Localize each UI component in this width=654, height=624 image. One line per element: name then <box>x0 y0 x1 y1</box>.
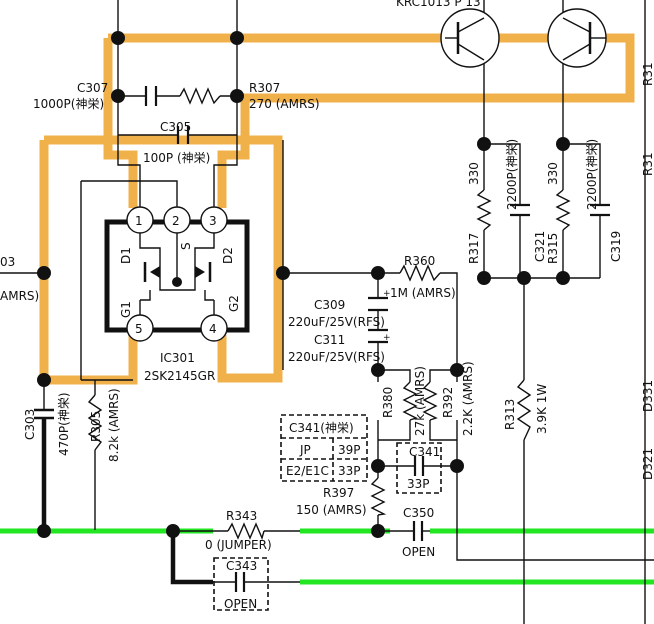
c305-value: 100P (神栄) <box>143 151 210 165</box>
c341-table-r1c2: 39P <box>338 443 361 457</box>
r307-ref: R307 <box>249 81 280 95</box>
c341-ref: C341 <box>409 445 440 459</box>
r315-ref: R315 <box>546 233 560 264</box>
c309-value: 220uF/25V(RFS) <box>288 315 385 329</box>
edge-label-r1: R31 <box>641 62 654 86</box>
edge-label-top: KRC1013 P 13 <box>396 0 481 9</box>
ic301-package: 1 2 3 4 5 D1 S D2 G1 G2 <box>104 206 250 342</box>
ic-pin-3-number: 3 <box>209 214 217 228</box>
c341-table-r2c2: 33P <box>338 464 361 478</box>
c305-ref: C305 <box>160 120 191 134</box>
ic-pin-5-number: 5 <box>135 322 143 336</box>
ic-pin-1 <box>126 206 154 234</box>
c319-ref: C319 <box>609 231 623 262</box>
c321-ref: C321 <box>533 231 547 262</box>
r392-value: 2.2K (AMRS) <box>461 361 475 436</box>
c309-ref: C309 <box>314 298 345 312</box>
ground-traces <box>0 528 654 585</box>
resistors <box>87 87 571 541</box>
c307-value: 1000P(神栄) <box>33 97 104 111</box>
r360-ref: R360 <box>404 254 435 268</box>
r392-ref: R392 <box>441 387 455 418</box>
ic-label-d1: D1 <box>119 247 133 264</box>
ic-pin-4-number: 4 <box>209 322 217 336</box>
ic-pin-2-number: 2 <box>172 214 180 228</box>
c343-ref: C343 <box>226 559 257 573</box>
c341-table-r1c1: JP <box>299 443 311 457</box>
c350-value: OPEN <box>402 545 435 559</box>
capacitors: + + <box>34 86 610 592</box>
ic-label-s: S <box>179 242 193 250</box>
r343-value: 0 (JUMPER) <box>205 538 272 552</box>
ic-pin-1-number: 1 <box>135 214 143 228</box>
ic-pin-5 <box>126 314 154 342</box>
c307-ref: C307 <box>77 81 108 95</box>
r305-value: 8.2k (AMRS) <box>107 388 121 462</box>
r343-ref: R343 <box>226 509 257 523</box>
ic-pin-3 <box>200 206 228 234</box>
bold-wires <box>41 418 213 585</box>
ic-label-d2: D2 <box>221 247 235 264</box>
ic-pin-4 <box>200 314 228 342</box>
dashed-boxes <box>213 414 442 611</box>
c341-table-title: C341(神栄) <box>289 421 354 435</box>
c311-ref: C311 <box>314 333 345 347</box>
c341-value: 33P <box>407 477 430 491</box>
edge-label-r2: D331 <box>641 380 654 412</box>
transistor-q1 <box>440 8 500 68</box>
r317-ref: R317 <box>467 233 481 264</box>
r380-value: 27k (AMRS) <box>413 366 427 436</box>
junctions <box>37 31 570 538</box>
r313-ref: R313 <box>503 399 517 430</box>
r315-value: 330 <box>546 162 560 185</box>
edge-label-r-mid: R31 <box>641 152 654 176</box>
c303-ref: C303 <box>23 409 37 440</box>
component-labels: KRC1013 P 13 R31 R31 D331 D321 C307 1000… <box>0 0 654 611</box>
ic-pin-2 <box>163 206 191 234</box>
svg-text:+: + <box>383 333 391 343</box>
c343-value: OPEN <box>224 597 257 611</box>
left-ref: 03 <box>0 255 15 269</box>
r380-ref: R380 <box>381 387 395 418</box>
ic-label-g2: G2 <box>227 295 241 312</box>
r397-value: 150 (AMRS) <box>296 503 367 517</box>
c321-value: 2200P(神栄) <box>505 139 519 210</box>
ic301-ref: IC301 <box>160 351 195 365</box>
c311-value: 220uF/25V(RFS) <box>288 350 385 364</box>
r305-ref: R305 <box>89 411 103 442</box>
left-value: AMRS) <box>0 289 39 303</box>
c303-value: 470P(神栄) <box>57 392 71 456</box>
c319-value: 2200P(神栄) <box>585 139 599 210</box>
r307-value: 270 (AMRS) <box>249 97 320 111</box>
r317-value: 330 <box>467 162 481 185</box>
c341-table-r2c1: E2/E1C <box>286 464 329 478</box>
c350-ref: C350 <box>403 506 434 520</box>
r360-value: 1M (AMRS) <box>390 286 456 300</box>
edge-label-r3: D321 <box>641 448 654 480</box>
svg-text:+: + <box>383 289 391 299</box>
ic301-part: 2SK2145GR <box>144 369 215 383</box>
ic-label-g1: G1 <box>119 301 133 318</box>
transistor-q2 <box>547 8 607 68</box>
r313-value: 3.9K 1W <box>535 384 549 434</box>
r397-ref: R397 <box>323 486 354 500</box>
